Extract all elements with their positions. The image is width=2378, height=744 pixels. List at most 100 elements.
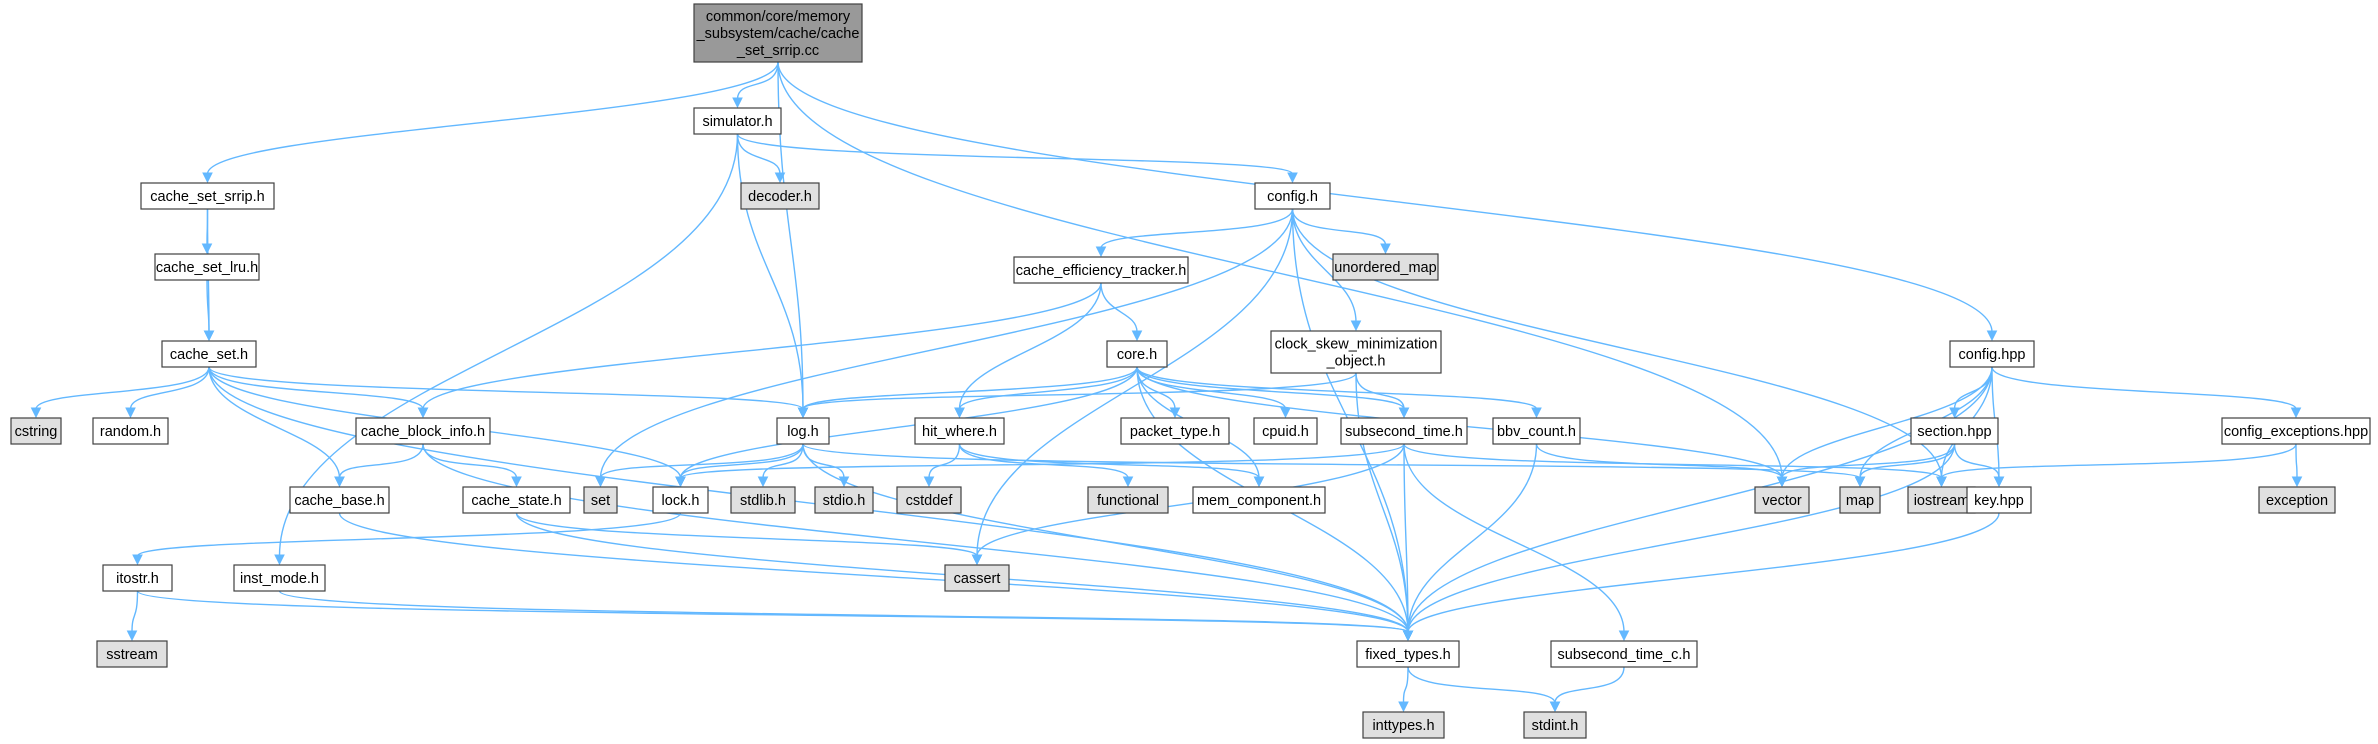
node-box — [1332, 253, 1439, 281]
edge-subsecond_time_c_h-to-stdint_h — [1549, 666, 1625, 713]
edge-cache_efficiency_tracker_h-to-core_h — [1100, 282, 1143, 342]
node-box — [92, 417, 169, 445]
edge-root-to-cache_set_srrip_h — [202, 61, 779, 184]
node-box — [1270, 330, 1442, 374]
node-stdlib-h: stdlib.h — [730, 486, 796, 514]
node-label: set — [591, 493, 610, 509]
node-cache-set-h[interactable]: cache_set.h — [161, 340, 257, 368]
node-cache-set-lru-h[interactable]: cache_set_lru.h — [154, 253, 260, 281]
edge-section_hpp-to-key_hpp — [1953, 443, 2005, 488]
node-box — [652, 486, 709, 514]
node-box — [1254, 182, 1331, 210]
edge-hit_where_h-to-mem_component_h — [958, 443, 1265, 488]
node-fixed-types-h[interactable]: fixed_types.h — [1356, 640, 1460, 668]
node-cpuid-h[interactable]: cpuid.h — [1253, 417, 1318, 445]
edge-root-to-log_h — [777, 61, 809, 419]
node-box — [914, 417, 1005, 445]
node-box — [1492, 417, 1581, 445]
node-cache-efficiency-tracker-h[interactable]: cache_efficiency_tracker.h — [1013, 256, 1189, 284]
node-label: stdint.h — [1532, 718, 1579, 734]
node-box — [10, 417, 62, 445]
node-label: unordered_map — [1334, 260, 1436, 276]
node-inttypes-h: inttypes.h — [1362, 711, 1445, 739]
node-subsecond-time-h[interactable]: subsecond_time.h — [1340, 417, 1468, 445]
edge-hit_where_h-to-cstddef — [923, 443, 961, 488]
node-cstddef: cstddef — [896, 486, 962, 514]
node-random-h[interactable]: random.h — [92, 417, 169, 445]
node-label: cache_efficiency_tracker.h — [1016, 263, 1187, 279]
node-config-hpp[interactable]: config.hpp — [1949, 340, 2035, 368]
edge-cache_state_h-to-cassert — [515, 512, 983, 566]
node-bbv-count-h[interactable]: bbv_count.h — [1492, 417, 1581, 445]
node-section-hpp[interactable]: section.hpp — [1910, 417, 1999, 445]
node-packet-type-h[interactable]: packet_type.h — [1120, 417, 1230, 445]
edge-config_hpp-to-section_hpp — [1949, 366, 1993, 419]
node-box — [944, 564, 1010, 592]
node-box — [1550, 640, 1698, 668]
node-subsecond-time-c-h[interactable]: subsecond_time_c.h — [1550, 640, 1698, 668]
node-box — [814, 486, 874, 514]
edge-log_h-to-set — [595, 443, 804, 488]
node-label: _object.h — [1326, 354, 1386, 370]
node-box — [102, 564, 173, 592]
node-box — [776, 417, 830, 445]
node-config-h[interactable]: config.h — [1254, 182, 1331, 210]
node-inst-mode-h[interactable]: inst_mode.h — [233, 564, 326, 592]
node-label: subsecond_time_c.h — [1558, 647, 1691, 663]
node-box — [1340, 417, 1468, 445]
node-log-h[interactable]: log.h — [776, 417, 830, 445]
edge-cache_set_h-to-cstring — [30, 366, 210, 419]
node-root: common/core/memory_subsystem/cache/cache… — [693, 3, 863, 63]
node-box — [1356, 640, 1460, 668]
edge-log_h-to-fixed_types_h — [802, 443, 1414, 642]
node-label: clock_skew_minimization — [1275, 337, 1438, 353]
node-box — [693, 107, 782, 135]
edge-section_hpp-to-fixed_types_h — [1402, 443, 1956, 642]
node-functional: functional — [1087, 486, 1169, 514]
node-core-h[interactable]: core.h — [1106, 340, 1168, 368]
node-hit-where-h[interactable]: hit_where.h — [914, 417, 1005, 445]
node-cache-base-h[interactable]: cache_base.h — [289, 486, 390, 514]
node-map: map — [1839, 486, 1881, 514]
node-exception: exception — [2258, 486, 2336, 514]
node-key-hpp[interactable]: key.hpp — [1966, 486, 2032, 514]
node-label: subsecond_time.h — [1345, 424, 1463, 440]
node-set: set — [583, 486, 618, 514]
edge-core_h-to-bbv_count_h — [1136, 366, 1542, 419]
node-cache-state-h[interactable]: cache_state.h — [462, 486, 571, 514]
node-clock-skew[interactable]: clock_skew_minimization_object.h — [1270, 330, 1442, 374]
node-cache-set-srrip-h[interactable]: cache_set_srrip.h — [140, 182, 275, 210]
node-config-exceptions-hpp[interactable]: config_exceptions.hpp — [2221, 417, 2371, 445]
node-box — [730, 486, 796, 514]
node-box — [1087, 486, 1169, 514]
node-label: simulator.h — [702, 114, 772, 130]
node-label: mem_component.h — [1197, 493, 1321, 509]
node-label: decoder.h — [748, 189, 812, 205]
node-stdint-h: stdint.h — [1523, 711, 1587, 739]
node-simulator-h[interactable]: simulator.h — [693, 107, 782, 135]
node-label: cstring — [15, 424, 58, 440]
node-label: common/core/memory — [706, 9, 851, 25]
node-label: functional — [1097, 493, 1159, 509]
node-stdio-h: stdio.h — [814, 486, 874, 514]
node-label: cache_base.h — [294, 493, 384, 509]
node-label: inttypes.h — [1372, 718, 1434, 734]
node-box — [2221, 417, 2371, 445]
node-cassert: cassert — [944, 564, 1010, 592]
node-mem-component-h[interactable]: mem_component.h — [1192, 486, 1326, 514]
node-box — [289, 486, 390, 514]
edge-log_h-to-stdlib_h — [757, 443, 804, 488]
node-label: cache_set_lru.h — [156, 260, 258, 276]
node-label: lock.h — [662, 493, 700, 509]
node-itostr-h[interactable]: itostr.h — [102, 564, 173, 592]
edge-core_h-to-hit_where_h — [954, 366, 1138, 419]
edge-config_h-to-clock_skew — [1291, 208, 1362, 332]
node-box — [1910, 417, 1999, 445]
node-cache-block-info-h[interactable]: cache_block_info.h — [355, 417, 491, 445]
edge-core_h-to-subsecond_time_h — [1136, 366, 1410, 419]
node-label: iostream — [1914, 493, 1970, 509]
edge-clock_skew-to-log_h — [797, 372, 1357, 419]
node-lock-h[interactable]: lock.h — [652, 486, 709, 514]
node-box — [1966, 486, 2032, 514]
